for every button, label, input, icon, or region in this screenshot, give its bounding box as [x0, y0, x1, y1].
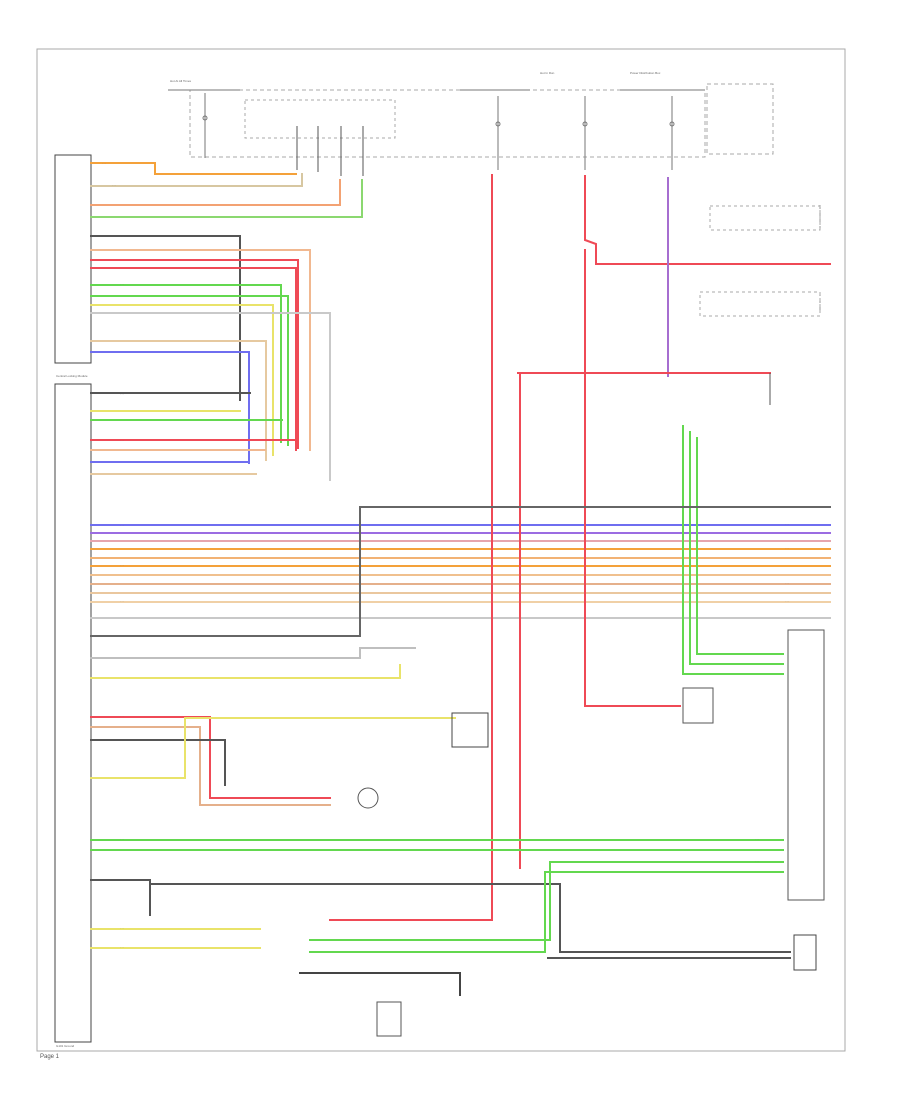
driver-switch-box: [451, 712, 489, 748]
relay-box: [706, 83, 774, 155]
center-vertical-wires: [329, 174, 831, 921]
central-locking-module-label: Central Locking Module: [56, 374, 88, 378]
central-module: Central Locking Module G101 Ground: [54, 154, 92, 1048]
connector-labels: . . . . . . . . . . . . . . . . . . . . …: [102, 161, 789, 959]
svg-text:. . .: . . .: [610, 955, 614, 959]
top-label-hot-at-all-times: Hot At All Times: [170, 79, 192, 83]
svg-text:. . .: . . .: [120, 945, 124, 949]
fuse-symbols: [202, 93, 675, 170]
svg-text:. . .: . . .: [120, 634, 124, 638]
page-label: Page 1: [40, 1054, 60, 1060]
top-label-hot-in-run: Hot In Run: [540, 71, 555, 75]
right-connector-stack: [787, 629, 825, 901]
svg-text:. . .: . . .: [755, 837, 759, 841]
bottom-actuator-box: [376, 1001, 402, 1037]
top-connectors: [296, 126, 364, 176]
top-label-power-distribution-box: Power Distribution Box: [630, 71, 661, 75]
svg-text:. . .: . . .: [785, 522, 789, 526]
lower-wiring: [90, 506, 831, 996]
ground-label-bottom-left: G101 Ground: [56, 1044, 75, 1048]
top-power-section: Hot At All Times Hot In Run Power Distri…: [168, 71, 774, 176]
svg-text:. . .: . . .: [120, 563, 124, 567]
horizontal-bus: [90, 524, 831, 619]
svg-text:. . .: . . .: [102, 161, 106, 165]
svg-text:. . .: . . .: [112, 183, 116, 187]
fuse-panel-box: [189, 89, 706, 158]
svg-text:. . .: . . .: [120, 392, 124, 396]
svg-text:. . .: . . .: [120, 438, 124, 442]
door-lock-switch-box: [793, 934, 817, 971]
central-locking-module-box: [54, 154, 92, 364]
svg-text:. . .: . . .: [120, 599, 124, 603]
svg-text:. . .: . . .: [785, 581, 789, 585]
svg-text:. . .: . . .: [120, 926, 124, 930]
svg-text:. . .: . . .: [120, 837, 124, 841]
upper-right-dashed-switch: [709, 205, 821, 231]
svg-text:. . .: . . .: [120, 282, 124, 286]
middle-right-dashed-switch: [699, 291, 821, 317]
svg-text:. . .: . . .: [755, 859, 759, 863]
left-wires: [90, 162, 363, 481]
svg-text:. . .: . . .: [120, 523, 124, 527]
svg-text:. . .: . . .: [120, 714, 124, 718]
right-side-components: [357, 205, 825, 1037]
diagram-frame: [36, 48, 846, 1052]
svg-text:. . .: . . .: [785, 546, 789, 550]
svg-text:. . .: . . .: [785, 599, 789, 603]
svg-text:. . .: . . .: [120, 234, 124, 238]
main-connector-box: [244, 99, 396, 139]
ground-block-left: [54, 383, 92, 1043]
key-switch-symbol: [357, 787, 379, 809]
svg-text:. . .: . . .: [610, 949, 614, 953]
trunk-switch-box: [682, 687, 714, 724]
